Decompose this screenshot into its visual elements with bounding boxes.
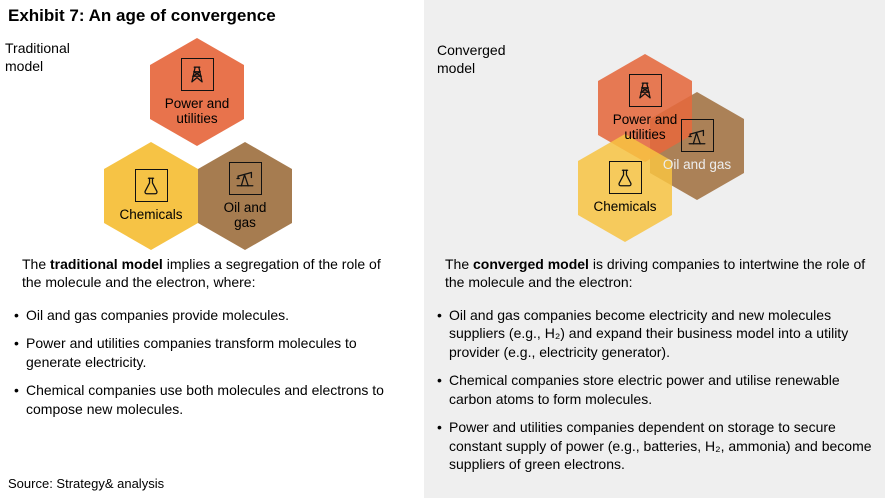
transmission-tower-icon <box>628 73 662 107</box>
bullet-marker: • <box>14 307 19 323</box>
hex-power-label: Power and utilities <box>164 95 230 126</box>
bullet-text: Chemical companies store electric power … <box>449 372 840 407</box>
traditional-bullets: • Oil and gas companies provide molecule… <box>14 306 392 428</box>
converged-model-label: Converged model <box>437 42 506 76</box>
bullet-item: • Power and utilities companies transfor… <box>14 334 392 371</box>
intro-bold: converged model <box>473 256 589 272</box>
bullet-text: Oil and gas companies provide molecules. <box>26 307 290 323</box>
bullet-item: • Power and utilities companies dependen… <box>437 418 873 473</box>
oil-pump-jack-icon <box>680 119 714 153</box>
intro-text: The <box>22 256 51 272</box>
oil-pump-jack-icon <box>228 161 262 195</box>
intro-text: implies a segregation of the role of the… <box>22 256 381 291</box>
traditional-intro: The traditional model implies a segregat… <box>22 255 396 292</box>
hex-oil-traditional-content: Oil and gas <box>198 142 292 250</box>
bullet-marker: • <box>14 335 19 352</box>
bullet-text: Power and utilities companies dependent … <box>449 419 872 473</box>
bullet-text: Power and utilities companies transform … <box>26 335 357 370</box>
exhibit-title: Exhibit 7: An age of convergence <box>8 6 276 25</box>
bullet-marker: • <box>437 372 442 389</box>
chemistry-flask-icon <box>608 161 642 195</box>
bullet-item: • Oil and gas companies provide molecule… <box>14 306 392 324</box>
bullet-item: • Chemical companies store electric powe… <box>437 371 873 408</box>
hex-power-converged-content: Power and utilities <box>598 54 692 162</box>
bullet-text: Oil and gas companies become electricity… <box>449 307 849 360</box>
hex-chemicals-label: Chemicals <box>593 199 657 215</box>
hex-chemicals-label: Chemicals <box>119 207 183 223</box>
converged-intro: The converged model is driving companies… <box>445 255 871 292</box>
hex-oil-label: Oil and gas <box>662 157 732 173</box>
bullet-marker: • <box>14 382 19 399</box>
hex-oil-label: Oil and gas <box>223 199 267 230</box>
bullet-marker: • <box>437 307 442 323</box>
bullet-text: Chemical companies use both molecules an… <box>26 382 384 417</box>
chemistry-flask-icon <box>134 169 168 203</box>
bullet-marker: • <box>437 419 442 436</box>
source-note: Source: Strategy& analysis <box>8 476 165 491</box>
intro-text: is driving companies to intertwine the r… <box>445 256 866 291</box>
hex-chemicals-traditional-content: Chemicals <box>104 142 198 250</box>
hex-oil-converged-content: Oil and gas <box>650 92 744 200</box>
bullet-item: • Oil and gas companies become electrici… <box>437 306 873 361</box>
intro-text: The <box>445 256 474 272</box>
bullet-item: • Chemical companies use both molecules … <box>14 381 392 418</box>
intro-bold: traditional model <box>50 256 163 272</box>
converged-bullets: • Oil and gas companies become electrici… <box>437 306 873 484</box>
transmission-tower-icon <box>180 57 214 91</box>
hex-chemicals-converged <box>578 134 672 242</box>
hex-power-label: Power and utilities <box>612 111 678 142</box>
hex-chemicals-converged-content: Chemicals <box>578 134 672 242</box>
hex-power-traditional <box>150 38 244 146</box>
hex-power-traditional-content: Power and utilities <box>150 38 244 146</box>
traditional-model-label: Traditional model <box>5 40 70 74</box>
